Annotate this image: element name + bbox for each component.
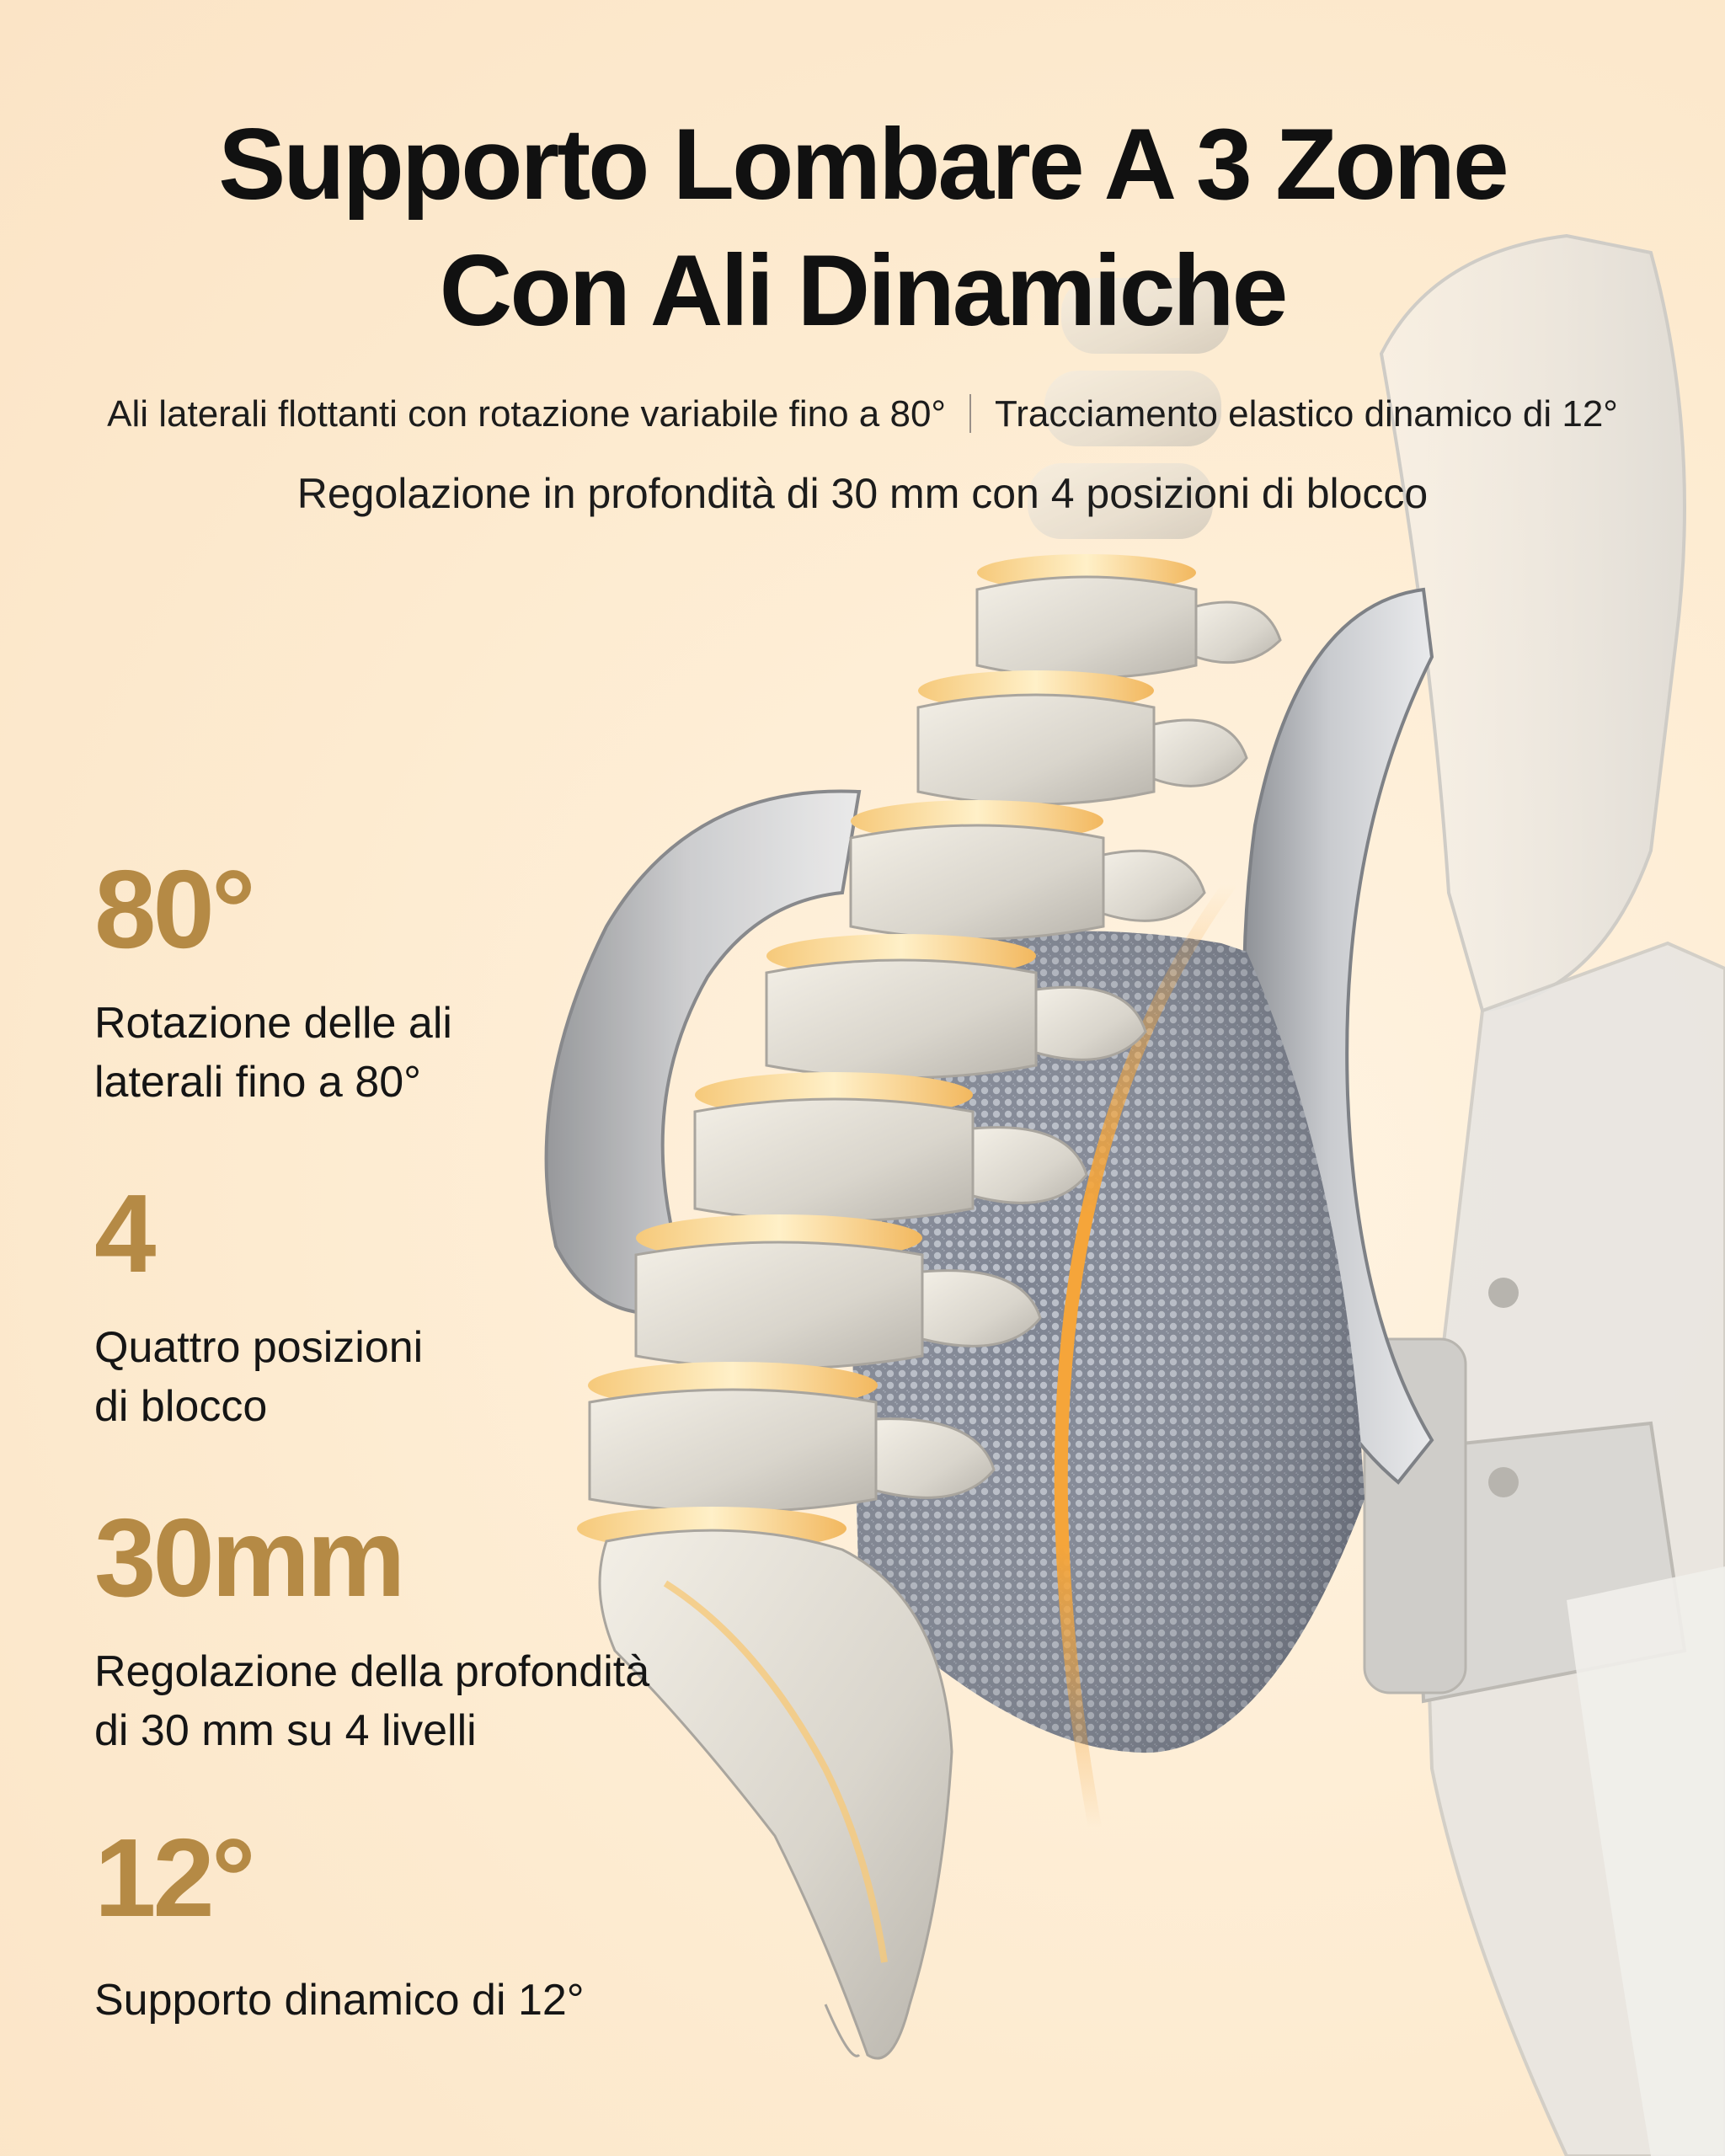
stat-depth-adjustment: 30mm Regolazione della profondità di 30 … [94, 1499, 734, 1760]
left-lumbar-wing [544, 789, 862, 1316]
stat-description-line-1: Supporto dinamico di 12° [94, 1976, 585, 2025]
stat-value: 30mm [94, 1496, 406, 1620]
subtitle-row: Ali laterali flottanti con rotazione var… [0, 389, 1725, 440]
subtitle-second-line: Regolazione in profondità di 30 mm con 4… [296, 470, 1429, 517]
title-line-2: Con Ali Dinamiche [439, 234, 1289, 347]
chair-frame [1363, 233, 1725, 2156]
stat-value: 80° [94, 847, 256, 971]
spine-illustration [577, 278, 1282, 2060]
stat-value: 12° [94, 1816, 256, 1940]
stat-rotation: 80° Rotazione delle ali laterali fino a … [94, 851, 734, 1112]
stat-description-line-1: Regolazione della profondità [94, 1647, 650, 1696]
support-curve-arc [1054, 878, 1236, 1834]
page-title: Supporto Lombare A 3 Zone Con Ali Dinami… [0, 101, 1725, 354]
stat-description-line-2: di 30 mm su 4 livelli [94, 1706, 477, 1755]
stat-description-line-1: Rotazione delle ali [94, 999, 452, 1048]
stat-description-line-1: Quattro posizioni [94, 1323, 424, 1372]
stat-description-line-2: laterali fino a 80° [94, 1058, 421, 1107]
subtitle-left: Ali laterali flottanti con rotazione var… [107, 393, 947, 435]
subtitle-divider [969, 394, 972, 433]
stat-description-line-2: di blocco [94, 1382, 268, 1431]
stat-dynamic-support: 12° Supporto dinamico di 12° [94, 1819, 734, 2030]
title-line-1: Supporto Lombare A 3 Zone [218, 108, 1509, 221]
stat-value: 4 [94, 1171, 156, 1295]
stat-lock-positions: 4 Quattro posizioni di blocco [94, 1175, 734, 1436]
subtitle-right: Tracciamento elastico dinamico di 12° [995, 393, 1618, 435]
